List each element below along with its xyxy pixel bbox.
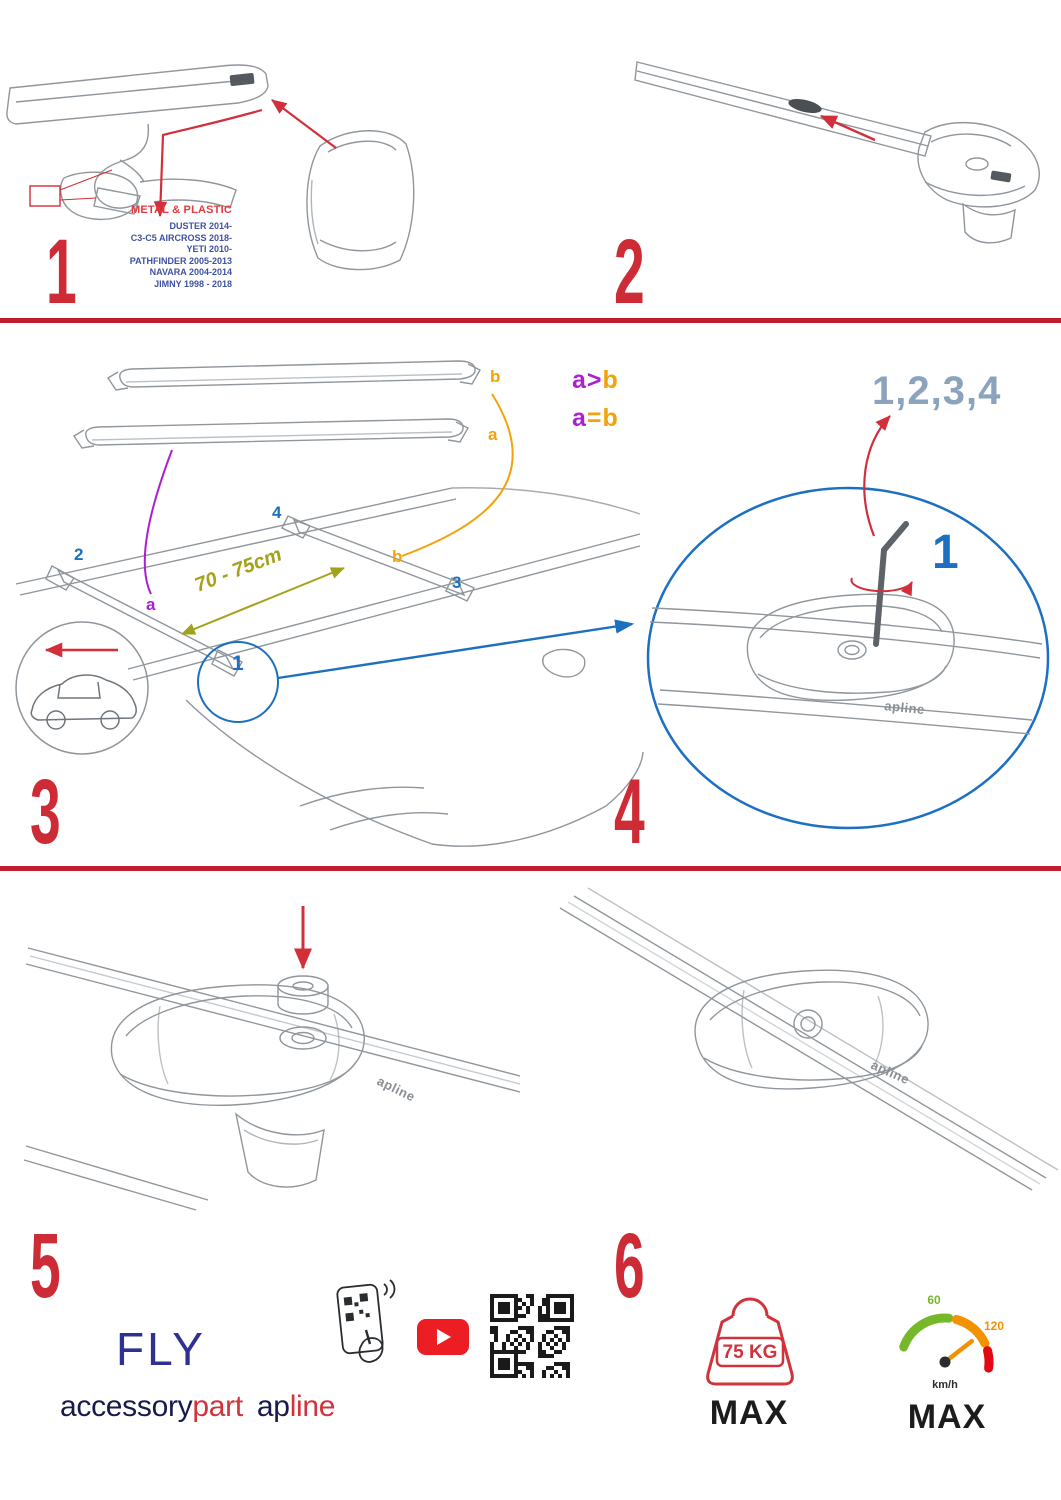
weight-max-label: MAX <box>709 1394 789 1432</box>
bar-label-a: a <box>488 425 498 444</box>
step4-number: 4 <box>614 761 645 863</box>
rule-a-gt-b: a>b <box>572 366 619 394</box>
roof-label-b: b <box>392 547 402 566</box>
speed-limit-icon: 60 120 km/h <box>899 1293 1004 1391</box>
highlight-step-label: 1 <box>932 526 959 579</box>
speed-needle <box>942 1338 975 1365</box>
youtube-icon <box>417 1319 469 1355</box>
bars-and-roof-drawing <box>15 360 644 847</box>
weight-value: 75 KG <box>723 1342 778 1363</box>
step2-diagram <box>634 61 1040 244</box>
brand-plate <box>229 72 255 87</box>
guide-a-curve <box>143 449 173 595</box>
step3-diagram: 70 - 75cm b a 2 4 3 b a 1 <box>15 360 644 847</box>
step3-number: 3 <box>30 761 61 863</box>
sequence-label: 1,2,3,4 <box>872 369 1001 413</box>
section-divider <box>0 866 1061 871</box>
roof-label-2: 2 <box>74 545 83 564</box>
foot-knob-drawing <box>23 947 521 1211</box>
weight-limit-icon: 75 KG <box>706 1297 794 1386</box>
speed-unit: km/h <box>932 1379 958 1391</box>
detail-circle <box>197 641 279 723</box>
bar-and-foot-drawing <box>634 61 1040 244</box>
model-item: DUSTER 2014- <box>169 221 232 231</box>
step4-diagram: apline 1,2,3,4 1 <box>646 369 1050 830</box>
bar-slot <box>788 99 822 113</box>
step2-number: 2 <box>614 221 645 323</box>
fly-wordmark: FLY <box>116 1323 206 1375</box>
foot-on-rail-drawing <box>559 887 1059 1191</box>
apline-logo-text: apline <box>884 698 926 717</box>
speed-low: 60 <box>927 1293 941 1307</box>
model-item: NAVARA 2004-2014 <box>149 267 232 277</box>
step5-number: 5 <box>30 1215 61 1317</box>
step6-number: 6 <box>614 1215 645 1317</box>
step1-number: 1 <box>46 221 77 323</box>
rotate-arrow-icon <box>850 577 913 597</box>
roof-label-4: 4 <box>272 503 282 522</box>
bar-label-b: b <box>490 367 500 386</box>
speed-max-label: MAX <box>907 1398 987 1436</box>
apline-logo-text: apline <box>375 1073 418 1104</box>
step1-red-arrows <box>29 99 337 218</box>
material-label: METAL & PLASTIC <box>131 204 232 216</box>
step1-diagram <box>6 64 415 271</box>
model-item: C3-C5 AIRCROSS 2018- <box>130 232 232 243</box>
rule-a-eq-b: a=b <box>572 404 619 432</box>
fitment-list: METAL & PLASTIC DUSTER 2014- C3-C5 AIRCR… <box>70 204 232 290</box>
foot-detail-drawing <box>649 593 1043 735</box>
cover-shell-drawing <box>306 130 415 271</box>
crossbar-and-clamp-drawing <box>6 64 269 221</box>
scan-phone-icon <box>336 1279 396 1363</box>
roof-label-1: 1 <box>232 652 244 675</box>
speed-high: 120 <box>984 1319 1004 1333</box>
distance-label: 70 - 75cm <box>192 543 285 596</box>
allen-key-icon <box>873 521 909 647</box>
distance-arrow <box>181 567 345 635</box>
guide-b-curve <box>401 393 514 557</box>
insert-arrow <box>819 114 876 142</box>
model-item: JIMNY 1998 - 2018 <box>154 278 232 289</box>
roof-label-a: a <box>146 595 156 614</box>
model-item: PATHFINDER 2005-2013 <box>129 255 232 266</box>
zoom-circle <box>646 486 1050 830</box>
section-divider <box>0 318 1061 323</box>
detail-pointer-arrow <box>277 619 635 680</box>
car-direction-inset <box>15 621 149 755</box>
roof-label-3: 3 <box>452 573 461 592</box>
brand-plate <box>990 170 1012 183</box>
step5-diagram: apline <box>23 906 521 1211</box>
sequence-arrow <box>863 415 891 537</box>
qr-code <box>490 1294 574 1378</box>
brand-wordmark: accessorypart apline <box>60 1390 336 1423</box>
step6-diagram: apline <box>559 887 1059 1191</box>
model-item: YETI 2010- <box>186 244 232 254</box>
